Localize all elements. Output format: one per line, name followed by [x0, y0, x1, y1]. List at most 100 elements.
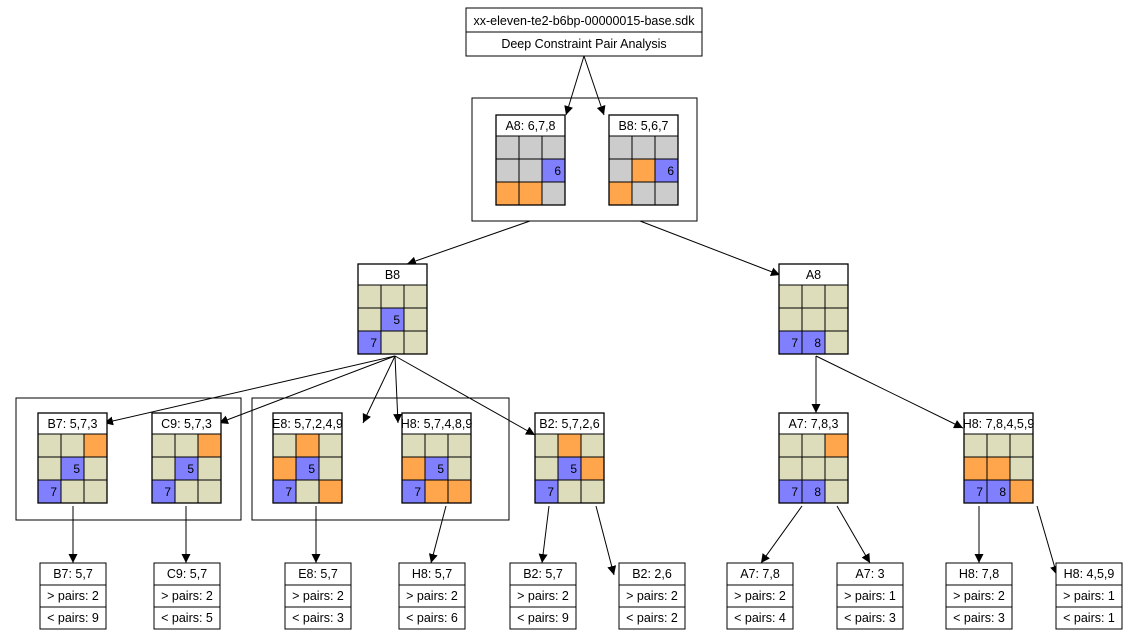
- header-title: xx-eleven-te2-b6bp-00000015-base.sdk: [474, 14, 696, 28]
- cell-digit: 6: [554, 164, 561, 178]
- grid-node-b2: B2: 5,7,2,6 5 7: [534, 412, 605, 504]
- grid-cell: [801, 456, 826, 481]
- edge-arrow: [394, 355, 536, 436]
- edge-arrow: [103, 355, 396, 426]
- leaf-title: H8: 7,8: [959, 567, 999, 581]
- leaf-h8-57: H8: 5,7> pairs: 2< pairs: 6: [398, 562, 466, 630]
- grid-cell: [534, 456, 559, 481]
- cell-digit: 5: [437, 462, 444, 476]
- grid-cell: [778, 456, 803, 481]
- grid-node-h8-left: H8: 5,7,4,8,957: [401, 412, 472, 504]
- grid-cell: [83, 433, 108, 458]
- leaf-h8-78: H8: 7,8> pairs: 2< pairs: 3: [945, 562, 1013, 630]
- grid-cell: [151, 456, 176, 481]
- edge-arrow: [836, 505, 871, 564]
- leaf-less-pairs: < pairs: 9: [517, 611, 569, 625]
- leaf-greater-pairs: > pairs: 2: [406, 589, 458, 603]
- leaf-e8: E8: 5,7> pairs: 2< pairs: 3: [284, 562, 352, 630]
- grid-cell: [801, 433, 826, 458]
- grid-cell: [495, 158, 520, 183]
- node-label: B2: 5,7,2,6: [539, 417, 600, 431]
- cell-digit: 7: [791, 485, 798, 499]
- edge-arrow: [393, 355, 403, 424]
- edge-arrow: [218, 355, 396, 425]
- leaf-title: B2: 5,7: [523, 567, 563, 581]
- header-node: xx-eleven-te2-b6bp-00000015-base.sdk Dee…: [465, 7, 703, 57]
- leaf-greater-pairs: > pairs: 1: [844, 589, 896, 603]
- grid-cell: [541, 135, 566, 160]
- cell-digit: 7: [791, 336, 798, 350]
- grid-cell: [174, 479, 199, 504]
- cell-digit: 7: [164, 485, 171, 499]
- grid-cell: [541, 181, 566, 206]
- grid-cell: [631, 158, 656, 183]
- grid-cell: [403, 330, 428, 355]
- grid-cell: [654, 181, 679, 206]
- leaf-title: C9: 5,7: [167, 567, 207, 581]
- grid-cell: [778, 433, 803, 458]
- grid-cell: [986, 456, 1011, 481]
- edge-arrow: [760, 505, 803, 564]
- cell-digit: 6: [667, 164, 674, 178]
- cell-digit: 7: [547, 485, 554, 499]
- grid-cell: [518, 158, 543, 183]
- leaf-title: H8: 5,7: [412, 567, 452, 581]
- grid-cell: [824, 307, 849, 332]
- grid-cell: [963, 433, 988, 458]
- leaf-greater-pairs: > pairs: 1: [1063, 589, 1115, 603]
- cell-digit: 5: [393, 313, 400, 327]
- e8-h8-cluster: [251, 397, 510, 521]
- grid-cell: [824, 456, 849, 481]
- grid-cell: [318, 479, 343, 504]
- grid-cell: [60, 479, 85, 504]
- edge-arrow: [406, 220, 531, 266]
- leaf-title: E8: 5,7: [298, 567, 338, 581]
- grid-cell: [403, 307, 428, 332]
- cell-digit: 7: [414, 485, 421, 499]
- edge-arrow: [815, 355, 964, 429]
- grid-cell: [495, 135, 520, 160]
- cell-digit: 5: [570, 462, 577, 476]
- cell-digit: 8: [999, 485, 1006, 499]
- grid-cell: [518, 181, 543, 206]
- grid-cell: [447, 433, 472, 458]
- leaf-h8-459: H8: 4,5,9> pairs: 1< pairs: 1: [1055, 562, 1123, 630]
- node-label: B8: 5,6,7: [618, 119, 668, 133]
- leaf-b7: B7: 5,7> pairs: 2< pairs: 9: [39, 562, 107, 630]
- grid-cell: [197, 479, 222, 504]
- leaf-a7-78: A7: 7,8> pairs: 2< pairs: 4: [726, 562, 794, 630]
- cell-digit: 5: [308, 462, 315, 476]
- grid-cell: [534, 433, 559, 458]
- grid-cell: [631, 181, 656, 206]
- leaf-title: B7: 5,7: [53, 567, 93, 581]
- grid-cell: [424, 479, 449, 504]
- leaf-less-pairs: < pairs: 5: [161, 611, 213, 625]
- b7-c9-cluster: [15, 397, 242, 521]
- edge-arrow: [564, 55, 585, 116]
- node-label: B7: 5,7,3: [47, 417, 97, 431]
- edge-arrow: [639, 220, 781, 276]
- grid-cell: [401, 456, 426, 481]
- grid-cell: [986, 433, 1011, 458]
- cell-digit: 8: [814, 485, 821, 499]
- leaf-greater-pairs: > pairs: 2: [292, 589, 344, 603]
- grid-cell: [557, 433, 582, 458]
- grid-cell: [824, 479, 849, 504]
- grid-cell: [580, 433, 605, 458]
- edge-arrow: [538, 505, 550, 564]
- grid-cell: [608, 158, 633, 183]
- grid-cell: [824, 284, 849, 309]
- grid-cell: [608, 181, 633, 206]
- edge-arrow: [1036, 505, 1059, 576]
- grid-cell: [403, 284, 428, 309]
- grid-cell: [37, 456, 62, 481]
- grid-cell: [318, 456, 343, 481]
- grid-cell: [557, 479, 582, 504]
- grid-node-a8-root: A8: 6,7,86: [495, 114, 566, 206]
- leaf-b2-57: B2: 5,7> pairs: 2< pairs: 9: [509, 562, 577, 630]
- grid-cell: [318, 433, 343, 458]
